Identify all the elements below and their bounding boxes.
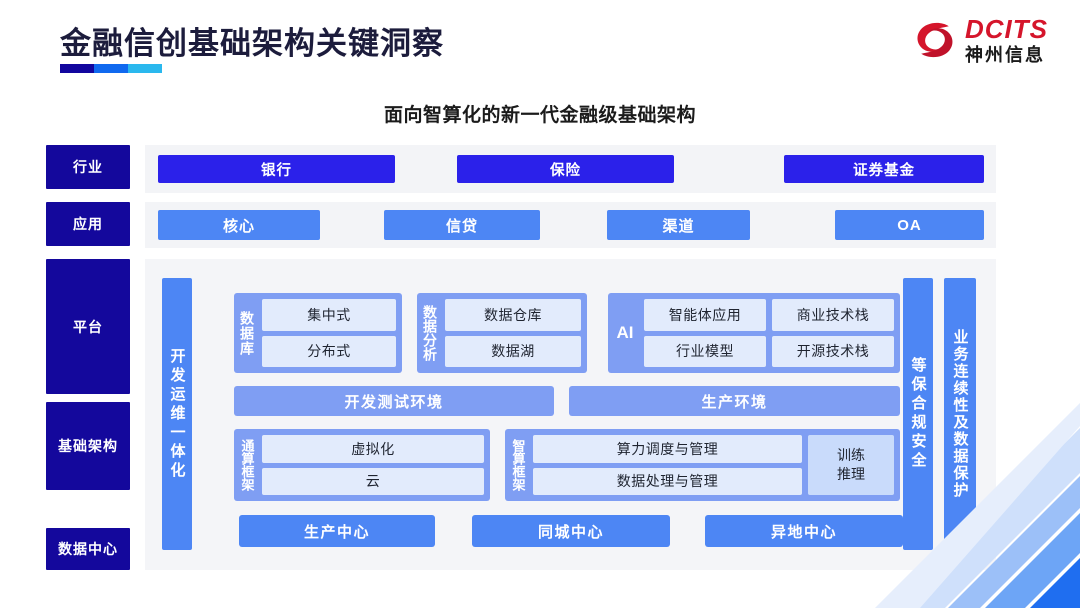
- group-tag-data-analytics: 数据分析: [422, 305, 438, 361]
- architecture-diagram: 行业 应用 平台 基础架构 数据中心 银行 保险 证券基金 核心 信贷 渠道 O…: [46, 142, 996, 570]
- cell-data-warehouse[interactable]: 数据仓库: [445, 299, 581, 331]
- cell-opensource-stack[interactable]: 开源技术栈: [772, 335, 894, 367]
- brand-logo: DCITS 神州信息: [913, 16, 1048, 64]
- training-label: 训练: [837, 447, 865, 464]
- cell-compute-scheduling[interactable]: 算力调度与管理: [533, 435, 802, 463]
- group-tag-intelligent-compute: 智算框架: [510, 439, 526, 491]
- cell-data-lake[interactable]: 数据湖: [445, 335, 581, 367]
- group-tag-database: 数据库: [239, 310, 255, 356]
- vbar-business-continuity[interactable]: 业务连续性及数据保护: [944, 278, 976, 550]
- datacenter-chip-metro[interactable]: 同城中心: [472, 515, 670, 547]
- cell-training-inference[interactable]: 训练 推理: [808, 435, 894, 495]
- group-tag-general-compute: 通算框架: [239, 439, 255, 491]
- industry-row-panel: 银行 保险 证券基金: [145, 145, 996, 193]
- cell-cloud[interactable]: 云: [262, 467, 484, 495]
- group-intelligent-compute-framework[interactable]: 智算框架 算力调度与管理 数据处理与管理 训练 推理: [505, 429, 900, 501]
- band-dev-test-environment[interactable]: 开发测试环境: [234, 386, 554, 416]
- lane-label-infrastructure: 基础架构: [46, 402, 130, 490]
- application-chip-core[interactable]: 核心: [158, 210, 320, 240]
- dcits-swirl-icon: [917, 22, 953, 58]
- page-title: 金融信创基础架构关键洞察: [60, 26, 444, 61]
- group-general-compute-framework[interactable]: 通算框架 虚拟化 云: [234, 429, 490, 501]
- title-accent-rule: [60, 64, 162, 73]
- industry-chip-bank[interactable]: 银行: [158, 155, 395, 183]
- datacenter-chip-remote[interactable]: 异地中心: [705, 515, 903, 547]
- cell-centralized[interactable]: 集中式: [262, 299, 396, 331]
- cell-virtualization[interactable]: 虚拟化: [262, 435, 484, 463]
- lane-label-application: 应用: [46, 202, 130, 246]
- lane-label-datacenter: 数据中心: [46, 528, 130, 570]
- vbar-compliance-security[interactable]: 等保合规安全: [903, 278, 933, 550]
- group-ai[interactable]: AI 智能体应用 商业技术栈 行业模型 开源技术栈: [608, 293, 900, 373]
- logo-wordmark-cn: 神州信息: [965, 45, 1045, 65]
- core-panel: 开发运维一体化 等保合规安全 业务连续性及数据保护 数据库 集中式 分布式 数据…: [145, 259, 996, 570]
- cell-distributed[interactable]: 分布式: [262, 335, 396, 367]
- application-chip-oa[interactable]: OA: [835, 210, 984, 240]
- industry-chip-insurance[interactable]: 保险: [457, 155, 674, 183]
- cell-data-processing[interactable]: 数据处理与管理: [533, 467, 802, 495]
- group-tag-ai: AI: [616, 323, 634, 342]
- logo-wordmark-en: DCITS: [965, 14, 1048, 44]
- application-row-panel: 核心 信贷 渠道 OA: [145, 202, 996, 248]
- accent-segment-2: [94, 64, 128, 73]
- accent-segment-1: [60, 64, 94, 73]
- band-production-environment[interactable]: 生产环境: [569, 386, 900, 416]
- inference-label: 推理: [837, 466, 865, 482]
- application-chip-credit[interactable]: 信贷: [384, 210, 540, 240]
- datacenter-chip-production[interactable]: 生产中心: [239, 515, 435, 547]
- cell-industry-model[interactable]: 行业模型: [644, 335, 766, 367]
- application-chip-channel[interactable]: 渠道: [607, 210, 750, 240]
- group-database[interactable]: 数据库 集中式 分布式: [234, 293, 402, 373]
- lane-label-industry: 行业: [46, 145, 130, 189]
- cell-agent-application[interactable]: 智能体应用: [644, 299, 766, 331]
- vbar-devops[interactable]: 开发运维一体化: [162, 278, 192, 550]
- group-data-analytics[interactable]: 数据分析 数据仓库 数据湖: [417, 293, 587, 373]
- lane-label-platform: 平台: [46, 259, 130, 394]
- page-header: 金融信创基础架构关键洞察 DCITS 神州信息: [0, 0, 1080, 92]
- accent-segment-3: [128, 64, 162, 73]
- industry-chip-securities[interactable]: 证券基金: [784, 155, 984, 183]
- diagram-subtitle: 面向智算化的新一代金融级基础架构: [383, 105, 696, 126]
- cell-commercial-stack[interactable]: 商业技术栈: [772, 299, 894, 331]
